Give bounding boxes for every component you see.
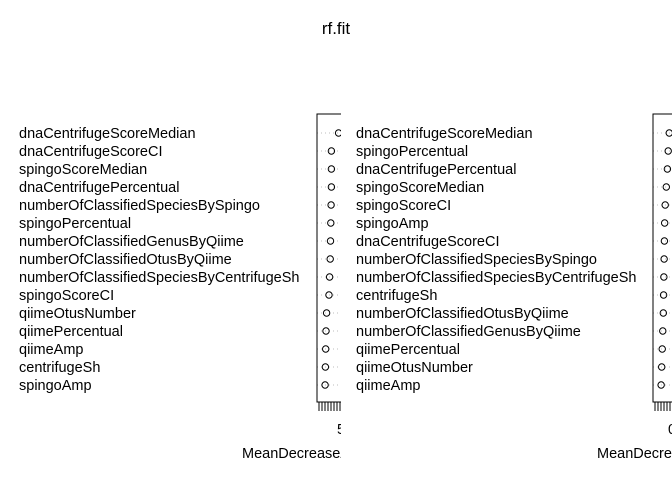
importance-point bbox=[322, 309, 331, 317]
tick-label: 5 bbox=[337, 422, 345, 438]
variable-label: dnaCentrifugePercentual bbox=[19, 180, 179, 196]
variable-label: numberOfClassifiedOtusByQiime bbox=[19, 252, 232, 268]
variable-label: centrifugeSh bbox=[356, 288, 437, 304]
variable-label: numberOfClassifiedGenusByQiime bbox=[356, 324, 581, 340]
importance-point bbox=[657, 363, 666, 371]
variable-label: numberOfClassifiedSpeciesByCentrifugeSh bbox=[356, 270, 636, 286]
variable-label: dnaCentrifugeScoreCI bbox=[356, 234, 499, 250]
variable-label: qiimePercentual bbox=[356, 342, 460, 358]
importance-point bbox=[659, 327, 667, 335]
importance-point bbox=[334, 129, 341, 137]
dotchart-panels: dnaCentrifugeScoreMediandnaCentrifugeSco… bbox=[19, 113, 672, 462]
variable-label: dnaCentrifugeScoreCI bbox=[19, 144, 162, 160]
importance-point bbox=[321, 363, 330, 371]
importance-point bbox=[327, 183, 336, 191]
variable-label: spingoAmp bbox=[356, 216, 429, 232]
importance-point bbox=[327, 219, 335, 227]
importance-point bbox=[657, 381, 665, 389]
importance-point bbox=[658, 345, 666, 353]
importance-point bbox=[322, 345, 330, 353]
plot-frame bbox=[316, 113, 341, 403]
variable-label: qiimeAmp bbox=[19, 342, 83, 358]
importance-point bbox=[659, 309, 668, 317]
plot-frame bbox=[652, 113, 672, 403]
importance-point bbox=[661, 201, 669, 209]
variable-label: spingoAmp bbox=[19, 378, 92, 394]
importance-point bbox=[321, 381, 329, 389]
variable-label: numberOfClassifiedOtusByQiime bbox=[356, 306, 569, 322]
importance-point bbox=[326, 255, 334, 263]
importance-point bbox=[327, 147, 336, 155]
variable-label: numberOfClassifiedSpeciesByCentrifugeSh bbox=[19, 270, 299, 286]
importance-point bbox=[665, 129, 672, 137]
variable-label: numberOfClassifiedSpeciesBySpingo bbox=[19, 198, 260, 214]
importance-point bbox=[325, 273, 334, 281]
variable-label: qiimePercentual bbox=[19, 324, 123, 340]
variable-label: dnaCentrifugePercentual bbox=[356, 162, 516, 178]
tick-label: 0 bbox=[668, 422, 672, 438]
importance-point bbox=[325, 291, 333, 299]
importance-point bbox=[660, 255, 668, 263]
variable-label: spingoScoreCI bbox=[19, 288, 114, 304]
variable-label: dnaCentrifugeScoreMedian bbox=[19, 126, 196, 142]
variable-label: spingoPercentual bbox=[19, 216, 131, 232]
variable-label: qiimeOtusNumber bbox=[356, 360, 473, 376]
importance-point bbox=[322, 327, 330, 335]
variable-label: centrifugeSh bbox=[19, 360, 100, 376]
variable-label: spingoScoreCI bbox=[356, 198, 451, 214]
importance-point bbox=[664, 147, 672, 155]
importance-point bbox=[326, 237, 335, 245]
x-axis-label: MeanDecreaseGini bbox=[597, 446, 672, 462]
panel-content: dnaCentrifugeScoreMedian dnaCentrifugeSco… bbox=[19, 113, 401, 462]
variable-label: spingoScoreMedian bbox=[356, 180, 484, 196]
panel-content: dnaCentrifugeScoreMedian spingoPercentual… bbox=[356, 113, 672, 462]
variable-label: spingoPercentual bbox=[356, 144, 468, 160]
variable-label: qiimeOtusNumber bbox=[19, 306, 136, 322]
importance-point bbox=[327, 201, 335, 209]
importance-point bbox=[660, 219, 669, 227]
importance-point bbox=[659, 291, 668, 299]
importance-point bbox=[660, 273, 668, 281]
importance-point bbox=[660, 237, 669, 245]
chart-title: rf.fit bbox=[322, 19, 351, 38]
variable-label: spingoScoreMedian bbox=[19, 162, 147, 178]
importance-point bbox=[327, 165, 336, 173]
variable-label: numberOfClassifiedSpeciesBySpingo bbox=[356, 252, 597, 268]
x-axis-label: MeanDecreaseAccuracy bbox=[242, 446, 401, 462]
variable-label: dnaCentrifugeScoreMedian bbox=[356, 126, 533, 142]
panel-2: dnaCentrifugeScoreMedian spingoPercentual… bbox=[356, 113, 672, 462]
importance-point bbox=[663, 165, 672, 173]
variable-label: numberOfClassifiedGenusByQiime bbox=[19, 234, 244, 250]
panel-1: dnaCentrifugeScoreMedian dnaCentrifugeSco… bbox=[19, 113, 401, 462]
importance-point bbox=[662, 183, 670, 191]
variable-label: qiimeAmp bbox=[356, 378, 420, 394]
